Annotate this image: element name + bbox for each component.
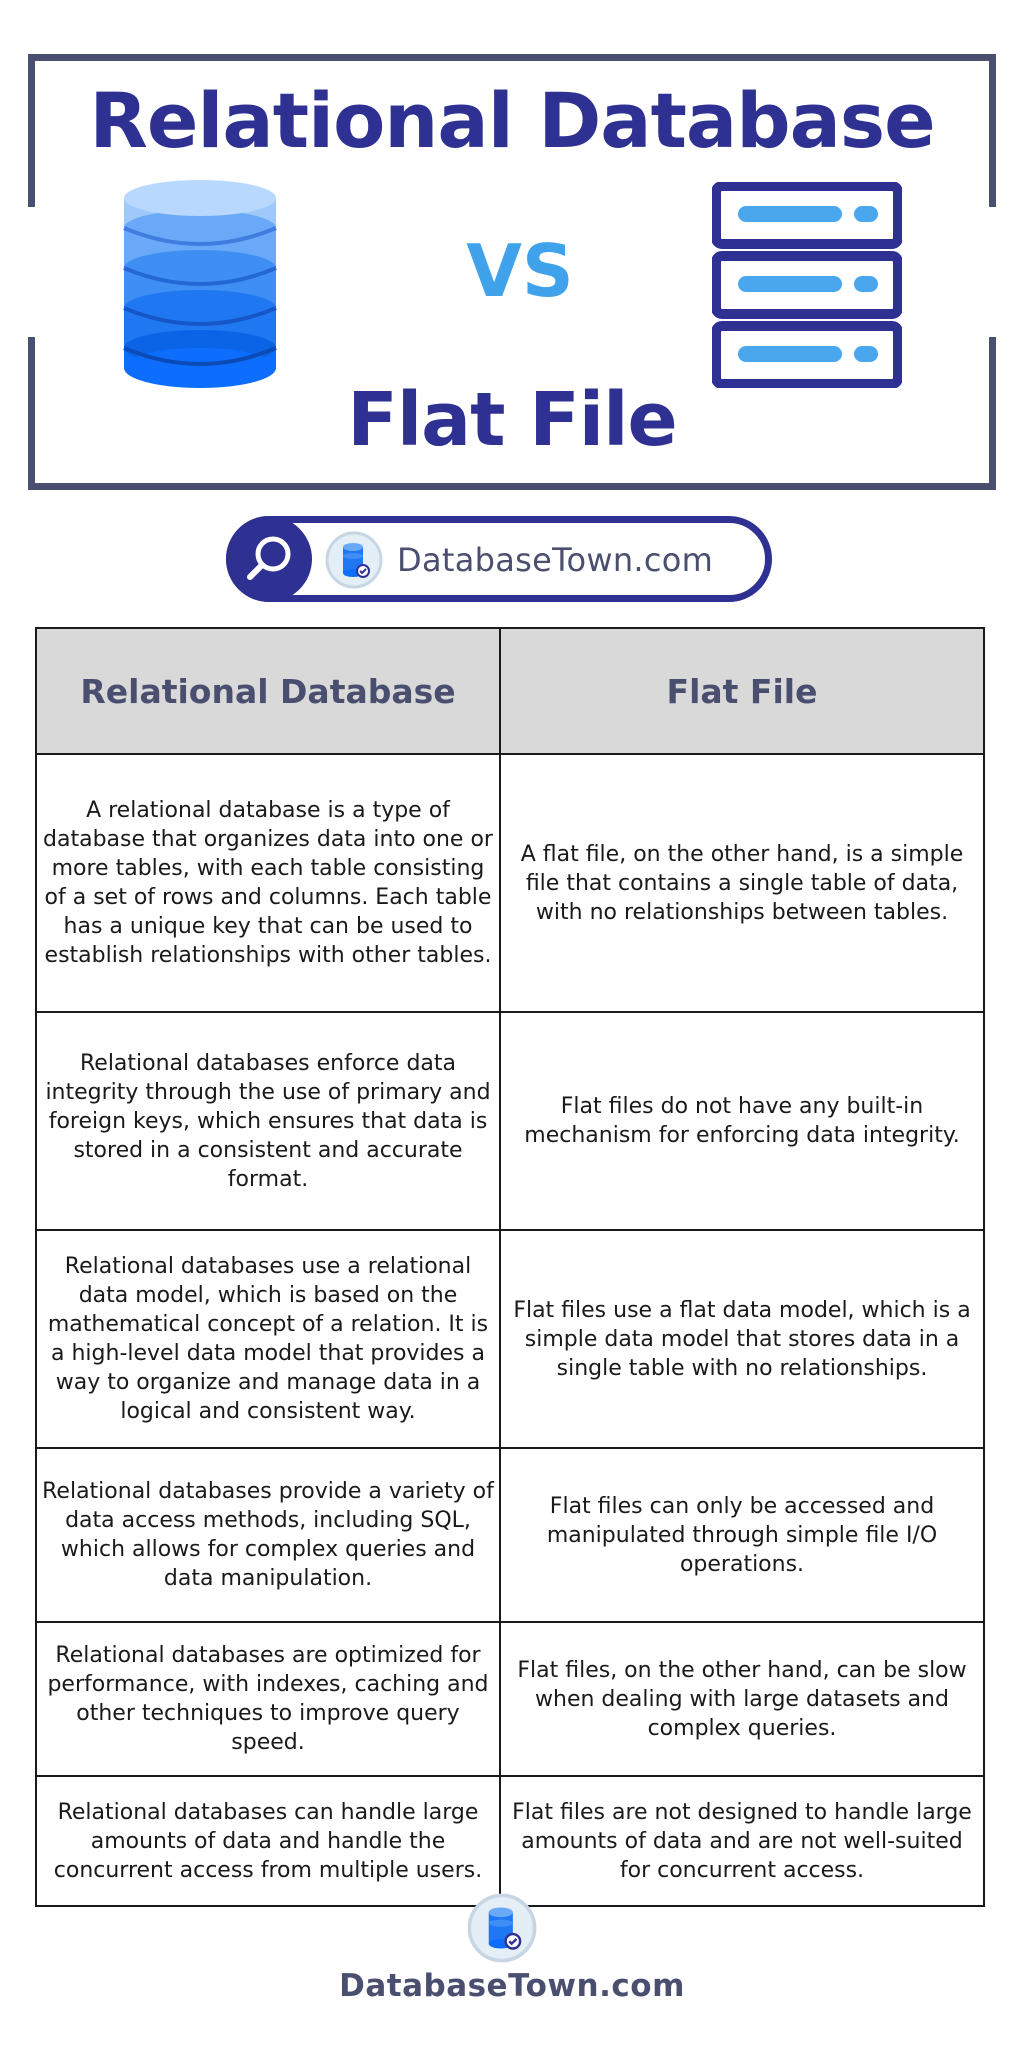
cell-flat-file: Flat files can only be accessed and mani… bbox=[499, 1447, 985, 1623]
frame-top-border bbox=[28, 54, 996, 61]
footer-site-name: DatabaseTown.com bbox=[339, 1968, 685, 2004]
table-row: Relational databases are optimized for p… bbox=[35, 1621, 985, 1777]
cell-relational: Relational databases are optimized for p… bbox=[35, 1621, 501, 1777]
cell-flat-file: A flat file, on the other hand, is a sim… bbox=[499, 753, 985, 1013]
header-frame bbox=[28, 54, 996, 490]
title-flat-file: Flat File bbox=[347, 377, 677, 463]
table-header-row: Relational Database Flat File bbox=[35, 627, 985, 755]
search-pill-text: DatabaseTown.com bbox=[397, 541, 714, 579]
server-rack-icon bbox=[712, 182, 902, 388]
frame-left-bottom-border bbox=[28, 337, 35, 490]
cell-flat-file: Flat files, on the other hand, can be sl… bbox=[499, 1621, 985, 1777]
table-row: Relational databases use a relational da… bbox=[35, 1229, 985, 1449]
column-header-flat-file: Flat File bbox=[499, 627, 985, 755]
search-pill: DatabaseTown.com bbox=[226, 516, 772, 602]
search-button bbox=[226, 516, 312, 602]
table-row: A relational database is a type of datab… bbox=[35, 753, 985, 1013]
frame-right-top-border bbox=[989, 54, 996, 207]
cell-flat-file: Flat files do not have any built-in mech… bbox=[499, 1011, 985, 1231]
cell-flat-file: Flat files are not designed to handle la… bbox=[499, 1775, 985, 1907]
cell-relational: Relational databases enforce data integr… bbox=[35, 1011, 501, 1231]
frame-left-top-border bbox=[28, 54, 35, 207]
cell-relational: A relational database is a type of datab… bbox=[35, 753, 501, 1013]
comparison-table: Relational Database Flat File A relation… bbox=[35, 627, 985, 1907]
database-town-logo-icon bbox=[325, 531, 383, 589]
column-header-relational: Relational Database bbox=[35, 627, 501, 755]
cell-relational: Relational databases can handle large am… bbox=[35, 1775, 501, 1907]
table-row: Relational databases can handle large am… bbox=[35, 1775, 985, 1907]
frame-bottom-border bbox=[28, 483, 996, 490]
title-relational-database: Relational Database bbox=[89, 76, 935, 165]
database-town-logo-icon bbox=[467, 1893, 537, 1963]
vs-label: VS bbox=[466, 229, 574, 313]
database-cylinder-icon bbox=[123, 180, 277, 388]
frame-right-bottom-border bbox=[989, 337, 996, 490]
table-row: Relational databases provide a variety o… bbox=[35, 1447, 985, 1623]
table-row: Relational databases enforce data integr… bbox=[35, 1011, 985, 1231]
cell-relational: Relational databases use a relational da… bbox=[35, 1229, 501, 1449]
cell-relational: Relational databases provide a variety o… bbox=[35, 1447, 501, 1623]
search-icon bbox=[247, 536, 291, 580]
cell-flat-file: Flat files use a flat data model, which … bbox=[499, 1229, 985, 1449]
